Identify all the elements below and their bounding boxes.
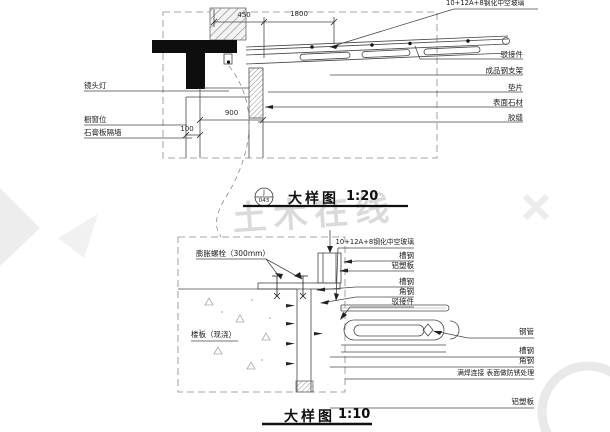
mid-label-spider: 驳接件 xyxy=(391,297,415,306)
detail-bubble-letter: J xyxy=(263,188,265,196)
right-label-angle: 角钢 xyxy=(519,356,534,365)
anchor-bolt-label: 膨胀螺栓（300mm） xyxy=(196,249,270,258)
dim-450: 450 xyxy=(237,11,251,19)
top-left-label-gypsum-wall: 石膏板隔墙 xyxy=(84,128,122,137)
top-right-label-spider: 驳接件 xyxy=(500,50,524,59)
top-detail-scale: 1:20 xyxy=(346,189,379,204)
top-right-label-gasket: 垫片 xyxy=(508,83,523,92)
bottom-detail-scale: 1:10 xyxy=(338,407,371,422)
watermark-shapes xyxy=(0,188,610,432)
top-detail-linework xyxy=(84,7,538,238)
top-detail-title: 大样图 xyxy=(288,191,339,207)
top-left-label-window: 橱窗位 xyxy=(84,115,107,124)
detail-bubble-number: 043 xyxy=(258,198,270,204)
top-right-label-sealant: 胶缝 xyxy=(508,113,523,122)
right-label-weld-note: 满焊连接 表面做防锈处理 xyxy=(457,369,534,377)
bottom-detail-title: 大样图 xyxy=(284,409,335,425)
top-left-label-light: 镜头灯 xyxy=(84,81,107,90)
mid-label-acp: 铝塑板 xyxy=(391,261,415,270)
bottom-detail-linework xyxy=(177,230,534,426)
mid-label-channel-1: 槽钢 xyxy=(399,251,414,260)
top-glass-note: 10+12A+8钢化中空玻璃 xyxy=(446,0,525,7)
mid-label-channel-2: 槽钢 xyxy=(399,277,414,286)
dim-1800: 1800 xyxy=(290,10,308,18)
mid-label-angle: 角钢 xyxy=(399,287,414,296)
slab-label: 楼板（现浇） xyxy=(191,330,236,339)
mid-label-glass: 10+12A+8钢化中空玻璃 xyxy=(335,238,414,246)
right-label-channel: 槽钢 xyxy=(519,346,534,355)
top-right-label-bracket: 成品钢支架 xyxy=(485,66,524,75)
top-right-label-stone: 表面石材 xyxy=(493,98,523,107)
dim-100: 100 xyxy=(180,125,194,133)
right-label-acp: 铝塑板 xyxy=(511,397,535,406)
right-label-pipe: 钢管 xyxy=(519,327,534,336)
dim-900: 900 xyxy=(224,109,239,117)
